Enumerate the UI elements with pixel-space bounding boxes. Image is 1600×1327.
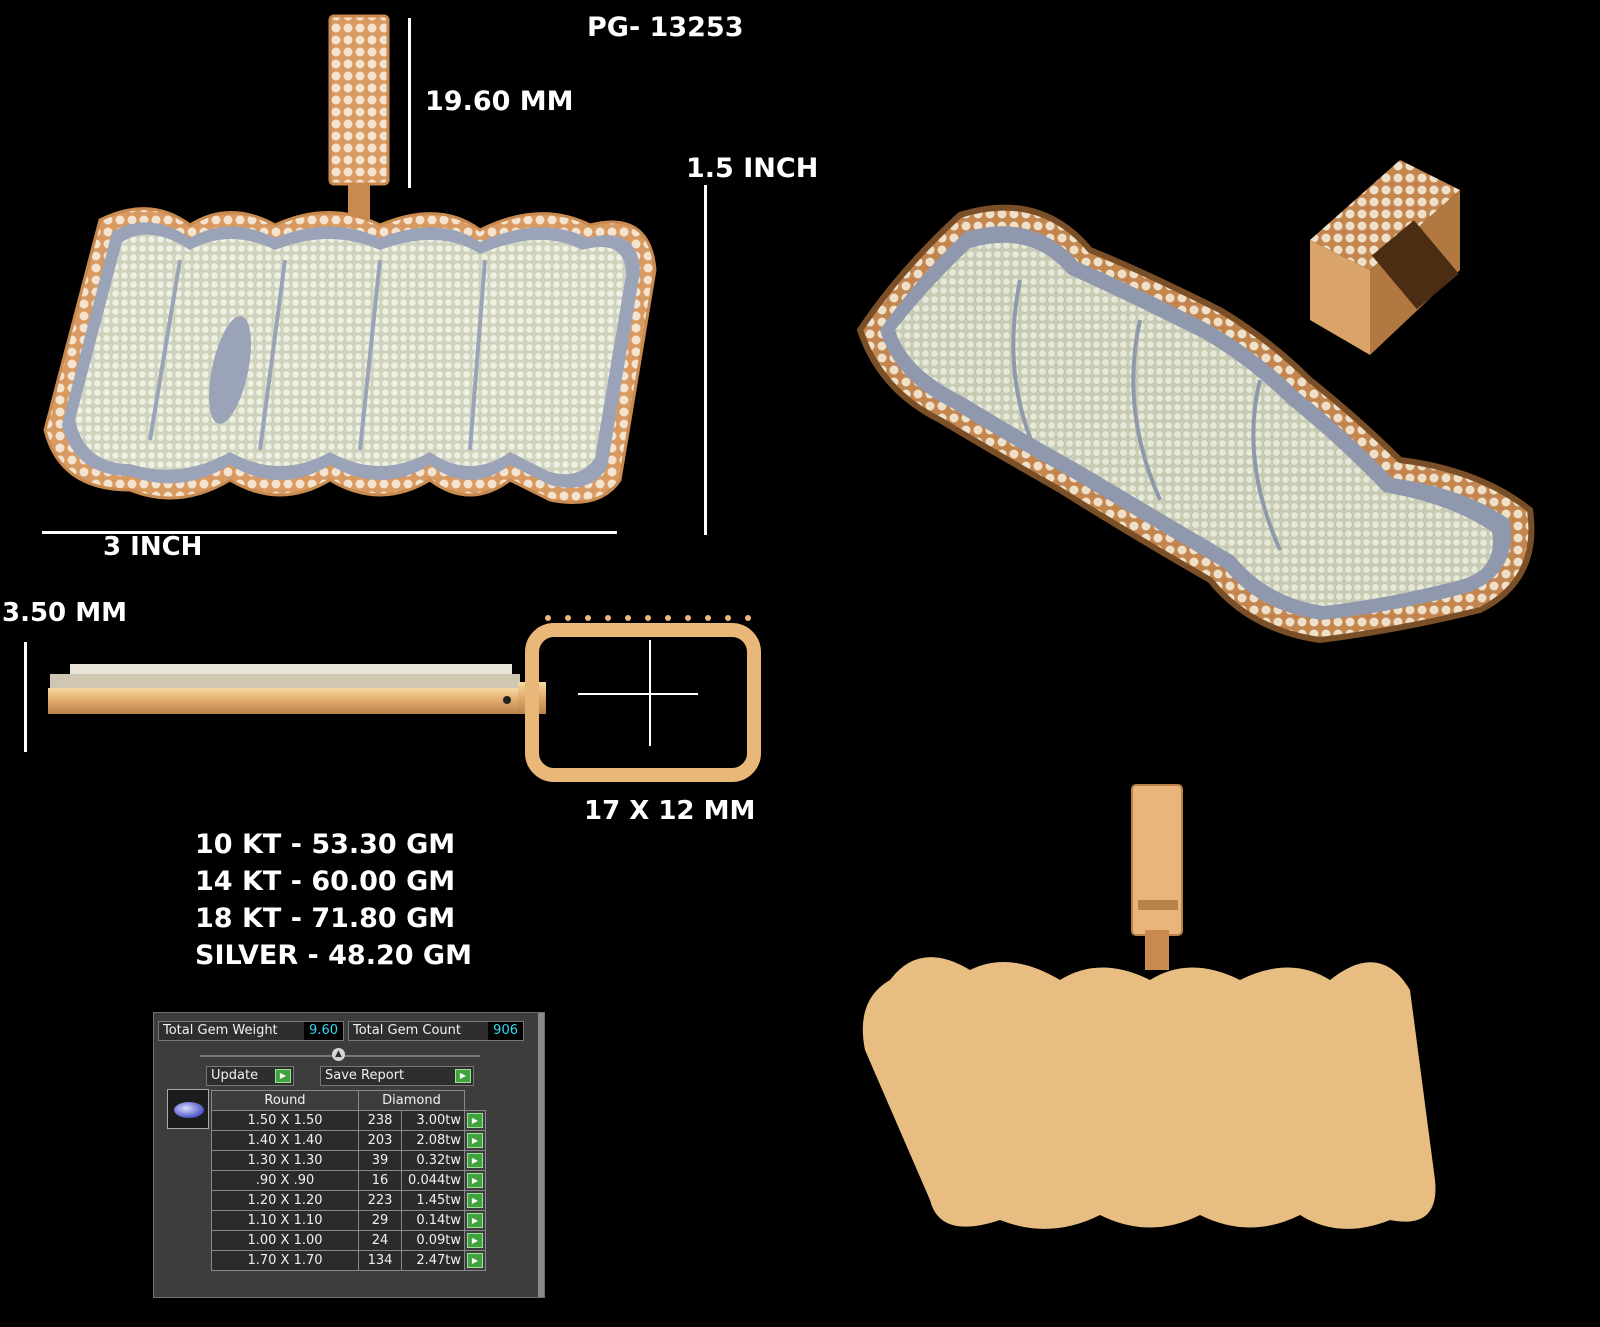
row-action-icon[interactable]: ▶: [467, 1253, 483, 1268]
row-action-icon[interactable]: ▶: [467, 1213, 483, 1228]
bail-height-label: 19.60 MM: [425, 86, 574, 117]
gem-count: 29: [358, 1210, 402, 1231]
save-report-button[interactable]: Save Report ▶: [320, 1066, 474, 1086]
gem-carat: 2.08tw: [401, 1130, 465, 1151]
weight-10kt: 10 KT - 53.30 GM: [195, 829, 456, 860]
update-label: Update: [211, 1068, 259, 1083]
metal-weights: 10 KT - 53.30 GM 14 KT - 60.00 GM 18 KT …: [195, 826, 472, 974]
total-gem-weight-field: Total Gem Weight 9.60: [158, 1021, 344, 1041]
gem-size: 1.50 X 1.50: [211, 1110, 359, 1131]
gem-count: 16: [358, 1170, 402, 1191]
play-icon: ▶: [275, 1069, 291, 1083]
pendant-width-line: [42, 531, 617, 534]
table-row: 1.20 X 1.20 223 1.45tw ▶: [211, 1190, 486, 1211]
row-action-icon[interactable]: ▶: [467, 1133, 483, 1148]
pendant-height-line: [704, 185, 707, 535]
row-action-icon[interactable]: ▶: [467, 1233, 483, 1248]
column-header-material: Diamond: [358, 1090, 465, 1111]
total-gem-count-label: Total Gem Count: [353, 1023, 461, 1038]
weight-silver: SILVER - 48.20 GM: [195, 940, 472, 971]
gem-size: 1.40 X 1.40: [211, 1130, 359, 1151]
gem-size: 1.70 X 1.70: [211, 1250, 359, 1271]
column-header-shape: Round: [211, 1090, 359, 1111]
gem-carat: 0.14tw: [401, 1210, 465, 1231]
pendant-perspective-view: [856, 160, 1535, 644]
table-row: 1.70 X 1.70 134 2.47tw ▶: [211, 1250, 486, 1271]
total-gem-weight-value: 9.60: [304, 1022, 343, 1040]
gem-carat: 1.45tw: [401, 1190, 465, 1211]
gem-count: 238: [358, 1110, 402, 1131]
pendant-back-view: [862, 784, 1436, 1229]
update-button[interactable]: Update ▶: [206, 1066, 294, 1086]
gem-size: 1.00 X 1.00: [211, 1230, 359, 1251]
total-gem-count-value: 906: [488, 1022, 523, 1040]
gem-count: 39: [358, 1150, 402, 1171]
bail-opening-label: 17 X 12 MM: [584, 796, 756, 826]
gem-carat: 3.00tw: [401, 1110, 465, 1131]
table-row: .90 X .90 16 0.044tw ▶: [211, 1170, 486, 1191]
round-diamond-icon: [167, 1089, 209, 1129]
gem-count: 24: [358, 1230, 402, 1251]
weight-14kt: 14 KT - 60.00 GM: [195, 866, 456, 897]
table-row: 1.00 X 1.00 24 0.09tw ▶: [211, 1230, 486, 1251]
pendant-front-view: [43, 14, 657, 504]
row-action-icon[interactable]: ▶: [467, 1113, 483, 1128]
row-action-icon[interactable]: ▶: [467, 1173, 483, 1188]
table-row: 1.50 X 1.50 238 3.00tw ▶: [211, 1110, 486, 1131]
gem-carat: 0.32tw: [401, 1150, 465, 1171]
weight-18kt: 18 KT - 71.80 GM: [195, 903, 456, 934]
gem-carat: 2.47tw: [401, 1250, 465, 1271]
bail-height-line: [408, 18, 411, 188]
gem-carat: 0.09tw: [401, 1230, 465, 1251]
gem-size: 1.30 X 1.30: [211, 1150, 359, 1171]
gem-size: 1.10 X 1.10: [211, 1210, 359, 1231]
product-code: PG- 13253: [587, 12, 744, 43]
thickness-label: 3.50 MM: [2, 598, 127, 628]
gem-count: 203: [358, 1130, 402, 1151]
pendant-height-label: 1.5 INCH: [686, 153, 819, 184]
row-action-icon[interactable]: ▶: [467, 1153, 483, 1168]
panel-scrollbar[interactable]: [538, 1013, 544, 1297]
play-icon: ▶: [455, 1069, 471, 1083]
thickness-line: [24, 642, 27, 752]
save-report-label: Save Report: [325, 1068, 405, 1083]
gem-count: 223: [358, 1190, 402, 1211]
gem-report-panel: Total Gem Weight 9.60 Total Gem Count 90…: [153, 1012, 545, 1298]
gem-carat: 0.044tw: [401, 1170, 465, 1191]
gem-size: .90 X .90: [211, 1170, 359, 1191]
table-row: 1.30 X 1.30 39 0.32tw ▶: [211, 1150, 486, 1171]
total-gem-count-field: Total Gem Count 906: [348, 1021, 524, 1041]
gem-count: 134: [358, 1250, 402, 1271]
gem-table: Round Diamond 1.50 X 1.50 238 3.00tw ▶ 1…: [211, 1090, 486, 1271]
row-action-icon[interactable]: ▶: [467, 1193, 483, 1208]
report-slider-knob[interactable]: ▲: [332, 1048, 345, 1061]
pendant-side-view: [48, 615, 761, 782]
total-gem-weight-label: Total Gem Weight: [163, 1023, 278, 1038]
table-row: 1.40 X 1.40 203 2.08tw ▶: [211, 1130, 486, 1151]
pendant-width-label: 3 INCH: [103, 532, 203, 562]
table-row: 1.10 X 1.10 29 0.14tw ▶: [211, 1210, 486, 1231]
gem-size: 1.20 X 1.20: [211, 1190, 359, 1211]
